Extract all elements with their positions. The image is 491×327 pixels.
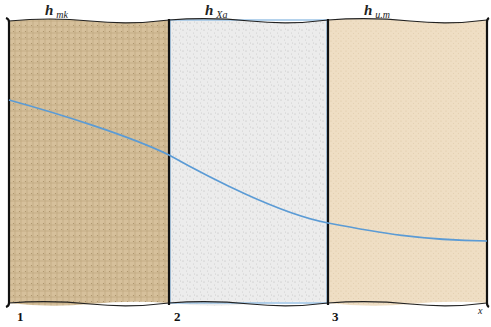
layer-number: 1 [17,309,24,325]
boundary-line [327,19,329,305]
axis-label: x [478,305,482,316]
layer-boundaries [6,18,489,307]
layer-head-label: hXa [205,1,227,19]
head-curve [9,100,487,241]
layer-1-fill [9,19,169,306]
head-subscript: Xa [216,9,227,20]
head-symbol: h [364,2,372,18]
soil-layer: hu.m 3 [328,0,487,327]
layer-2-fill [169,19,328,306]
head-subscript: mk [56,9,68,20]
layer-fills [9,19,487,306]
head-subscript: u.m [375,9,390,20]
boundary-line [6,18,9,307]
bottom-break-line [9,302,487,306]
layer-2-frame [170,20,327,303]
soil-layer: hXa 2 [169,0,328,327]
head-symbol: h [205,2,213,18]
layer-head-label: hu.m [364,1,390,19]
layer-3-fill [328,19,487,306]
top-break-line [9,19,487,23]
head-symbol: h [45,2,53,18]
boundary-line [487,18,489,307]
soil-layer: hmk 1 [9,0,169,327]
layer-number: 2 [174,309,181,325]
layer-number: 3 [332,309,339,325]
layer-head-label: hmk [45,1,68,19]
boundary-line [168,19,170,305]
